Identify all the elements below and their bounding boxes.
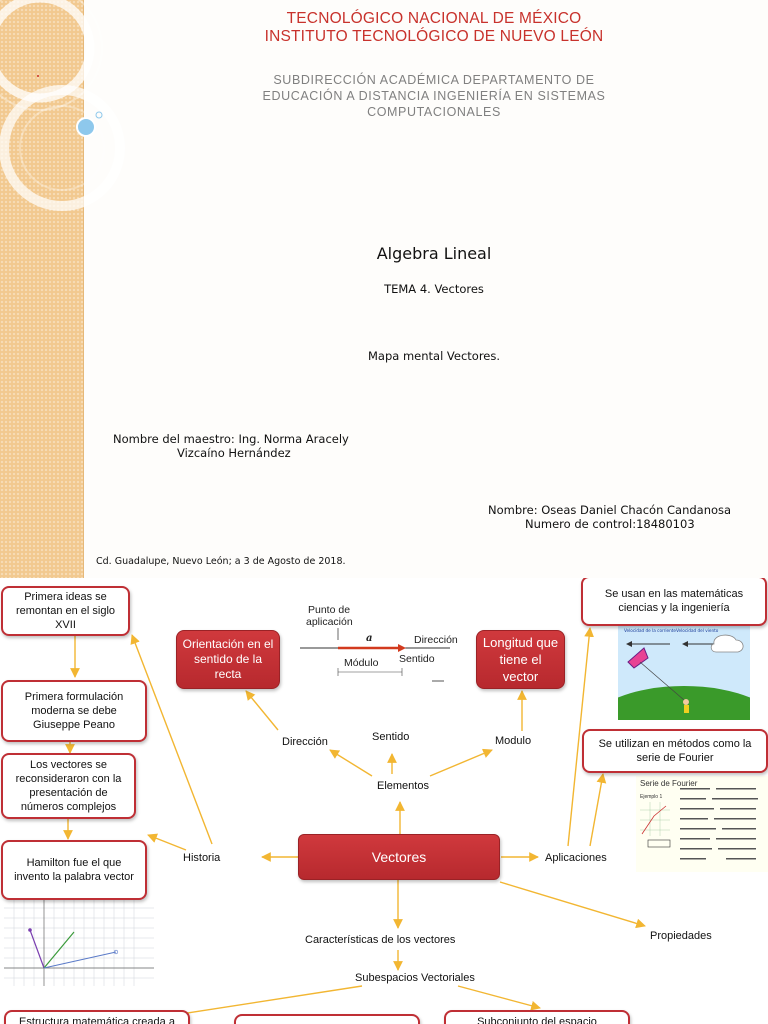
teacher-line-2: Vizcaíno Hernández [177,446,291,460]
topic-title: TEMA 4. Vectores [384,282,484,296]
control-number: Numero de control:18480103 [525,517,695,531]
branch-aplicaciones: Aplicaciones [545,852,607,864]
historia-box-3: Los vectores se reconsideraron con la pr… [1,753,136,819]
diagram-sentido: Sentido [399,653,435,665]
branch-direccion: Dirección [282,736,328,748]
mind-map: Punto de aplicación a Dirección Módulo S… [0,578,768,1024]
arrow-to-historia-box-1 [130,634,213,845]
fourier-example: Ejemplo 1 [640,794,662,800]
fourier-series-image: Serie de Fourier Ejemplo 1 [636,776,768,872]
arrow-to-aplicaciones-box-1 [567,627,594,847]
branch-subespacios: Subespacios Vectoriales [355,972,475,984]
assignment-title: Mapa mental Vectores. [367,349,501,363]
decorative-circles [0,0,125,211]
subespacio-box-1: Estructura matemática creada a [4,1010,190,1024]
direccion-definition-box: Orientación en el sentido de la recta [176,630,280,689]
arrow-to-subespacio-box-1 [154,985,363,1022]
cover-page: TECNOLÓGICO NACIONAL DE MÉXICO INSTITUTO… [0,0,732,578]
fourier-title: Serie de Fourier [640,779,698,788]
arrow-to-subespacio-box-3 [457,985,541,1011]
student-name: Nombre: Oseas Daniel Chacón Candanosa [488,503,732,517]
historia-box-4: Hamilton fue el que invento la palabra v… [1,840,147,900]
arrow-to-modulo [429,748,493,777]
vector-elements-diagram: Punto de aplicación a Dirección Módulo S… [300,604,458,682]
department-line-2: EDUCACIÓN A DISTANCIA INGENIERÍA EN SIST… [262,89,606,103]
center-node-vectores: Vectores [298,834,500,880]
branch-modulo: Modulo [495,735,532,747]
arrow-to-aplicaciones-box-2 [589,773,607,847]
subject-title: Algebra Lineal [376,244,492,263]
branch-caracteristicas: Características de los vectores [305,934,456,946]
connector-arrows [63,627,646,1022]
department-line-1: SUBDIRECCIÓN ACADÉMICA DEPARTAMENTO DE [273,73,595,87]
diagram-modulo: Módulo [344,657,379,669]
modulo-definition-box: Longitud que tiene el vector [476,630,565,689]
kite-label-current: Velocidad de la corriente [624,628,676,633]
subespacio-box-2 [234,1014,420,1024]
kite-label-wind: Velocidad del viento [676,628,719,633]
vector-grid-image [4,898,154,986]
branch-elementos: Elementos [377,780,429,792]
teacher-line-1: Nombre del maestro: Ing. Norma Aracely [113,432,349,446]
institution-line-1: TECNOLÓGICO NACIONAL DE MÉXICO [286,10,582,27]
branch-sentido: Sentido [372,731,410,743]
kite-icon [627,647,649,669]
subespacio-box-3: Subconjunto del espacio [444,1010,630,1024]
diagram-punto-line-2: aplicación [306,616,353,628]
branch-propiedades: Propiedades [650,930,712,942]
branch-historia: Historia [183,852,221,864]
kite-velocity-image: Velocidad de la corriente Velocidad del … [618,624,750,720]
diagram-punto-line-1: Punto de [308,604,350,616]
arrow-to-direccion [329,749,373,777]
diagram-vector-symbol: a [366,633,372,644]
cloud-icon [710,634,744,653]
aplicaciones-box-1: Se usan en las matemáticas ciencias y la… [581,578,767,626]
arrow-to-historia-box-4 [147,833,187,851]
historia-box-2: Primera formulación moderna se debe Gius… [1,680,147,742]
diagram-direccion: Dirección [414,634,458,646]
historia-box-1: Primera ideas se remontan en el siglo XV… [1,586,130,636]
arrow-to-propiedades [499,881,646,929]
arrow-to-direccion-box [245,690,279,731]
aplicaciones-box-2: Se utilizan en métodos como la serie de … [582,729,768,773]
institution-line-2: INSTITUTO TECNOLÓGICO DE NUEVO LEÓN [264,28,604,45]
place-date: Cd. Guadalupe, Nuevo León; a 3 de Agosto… [96,556,346,567]
department-line-3: COMPUTACIONALES [367,105,501,119]
